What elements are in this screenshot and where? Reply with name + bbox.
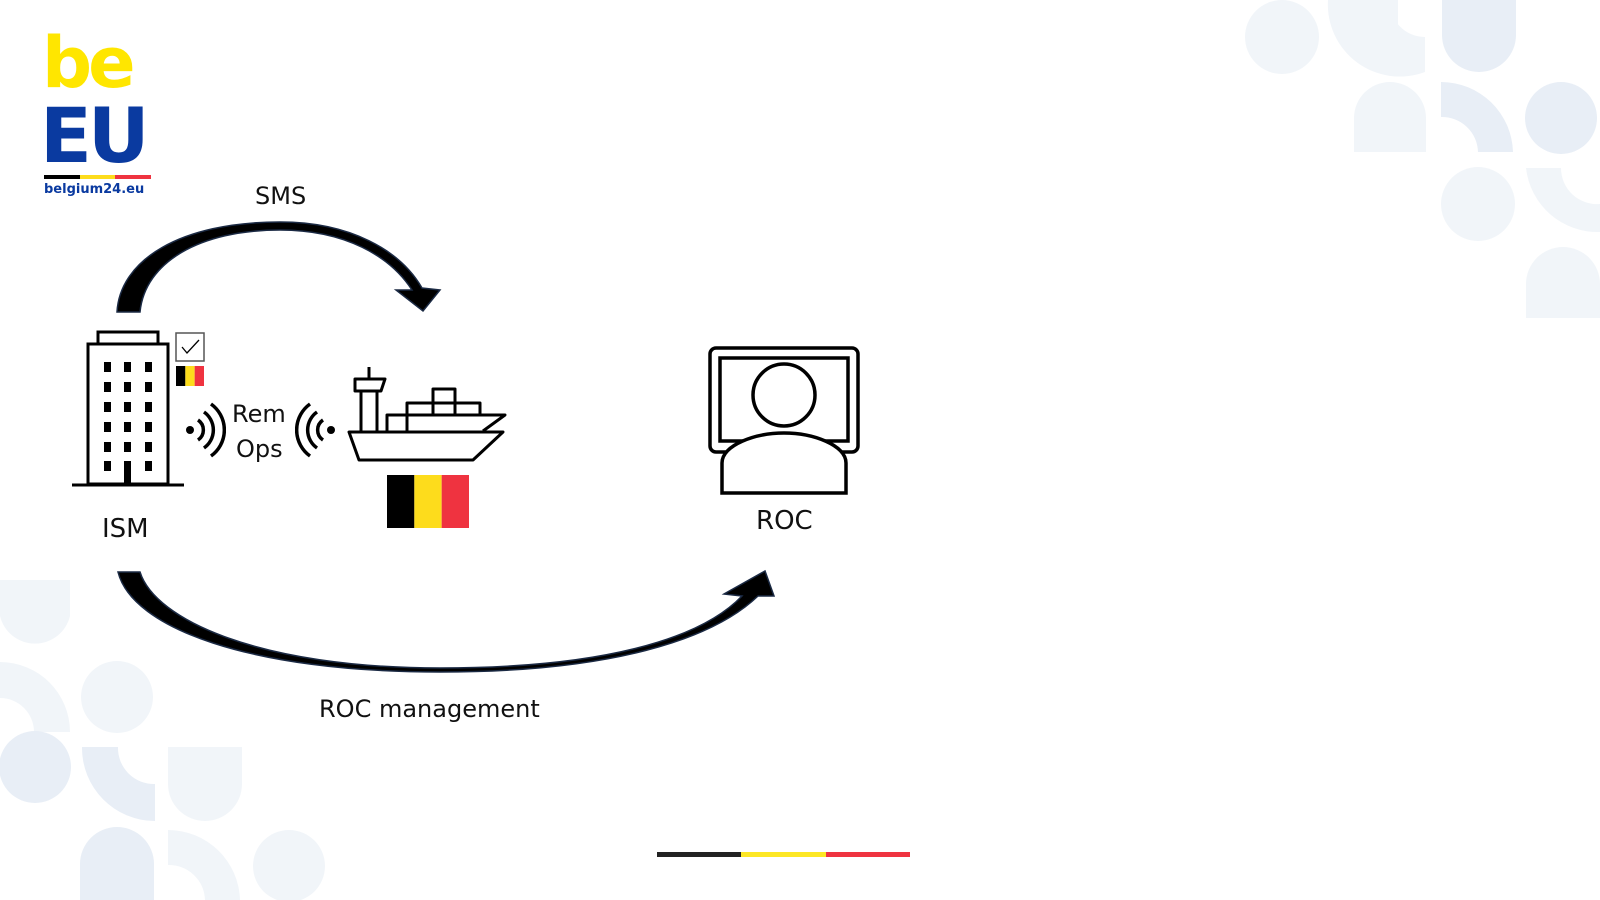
roc-management-label: ROC management	[319, 695, 540, 723]
belgian-flag-large	[387, 475, 469, 528]
logo-flag-stripe	[44, 175, 152, 179]
decorative-pattern-bottom-left	[0, 580, 325, 900]
sms-arrow	[116, 221, 442, 313]
decorative-pattern-top-right	[1245, 0, 1600, 318]
footer-flag-stripe	[657, 852, 910, 857]
logo-url: belgium24.eu	[44, 182, 145, 197]
rem-ops-label-line1: Rem	[232, 400, 286, 428]
roc-label: ROC	[756, 506, 813, 536]
checkbox-checked-icon	[175, 332, 205, 362]
sms-label: SMS	[255, 182, 307, 210]
logo-be-text: be	[42, 22, 136, 104]
rem-ops-label-line2: Ops	[236, 435, 283, 463]
roc-management-arrow	[117, 569, 776, 673]
belgian-flag-small	[176, 366, 204, 386]
signal-waves-left-icon	[295, 402, 335, 458]
operator-monitor-icon	[708, 346, 860, 495]
ism-label: ISM	[102, 514, 149, 544]
office-building-icon	[72, 330, 184, 487]
logo-eu-text: EU	[40, 91, 150, 180]
signal-waves-right-icon	[186, 402, 226, 458]
container-ship-icon	[347, 367, 507, 462]
